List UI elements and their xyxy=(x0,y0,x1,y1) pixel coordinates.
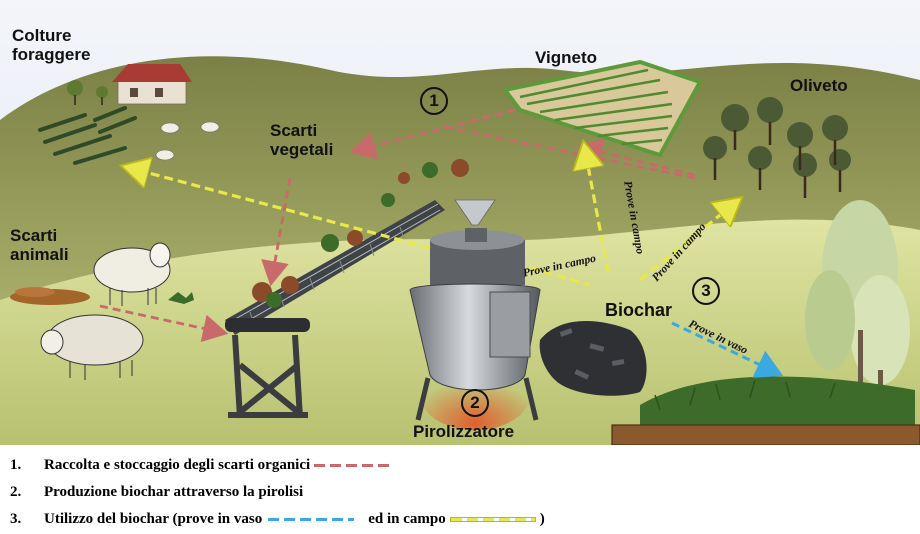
yellow-arrow-pyro xyxy=(529,266,591,287)
blue-dash-swatch xyxy=(268,517,355,521)
tall-trees-icon xyxy=(805,200,910,420)
label-vigneto: Vigneto xyxy=(535,48,598,67)
red-dash-swatch xyxy=(314,463,393,467)
label-biochar: Biochar xyxy=(605,300,673,320)
label-pirolizzatore: Pirolizzatore xyxy=(413,422,515,441)
legend-item-1: 1. Raccolta e stoccaggio degli scarti or… xyxy=(10,454,396,476)
legend-middle: ed in campo xyxy=(368,510,446,527)
vineyard-icon xyxy=(501,59,703,158)
red-arrow-vegetal xyxy=(261,177,292,287)
yellow-dash-swatch xyxy=(449,516,536,522)
farmhouse-icon xyxy=(112,64,192,105)
forage-crops-icon xyxy=(38,106,137,165)
label-scarti-animali: Scarti animali xyxy=(10,226,69,264)
legend-num: 1. xyxy=(10,456,22,473)
step-1-badge: 1 xyxy=(420,87,448,115)
label-oliveto: Oliveto xyxy=(790,76,848,95)
legend-text: Raccolta e stoccaggio degli scarti organ… xyxy=(44,456,311,473)
legend-num: 2. xyxy=(10,483,22,500)
legend-item-2: 2. Produzione biochar attraverso la piro… xyxy=(10,481,303,503)
step-3-badge: 3 xyxy=(692,277,720,305)
yellow-arrow-forage xyxy=(130,168,431,250)
plant-pot-icon xyxy=(611,376,920,445)
small-sheep-icon xyxy=(155,121,220,161)
step-2-badge: 2 xyxy=(461,389,489,417)
label-colture-foraggere: Colture foraggere xyxy=(12,26,91,64)
legend-text: Produzione biochar attraverso la pirolis… xyxy=(44,483,304,500)
blue-arrow xyxy=(671,321,784,378)
biochar-pile-icon xyxy=(539,320,647,396)
scene-illustration xyxy=(0,0,920,445)
legend-text: Utilizzo del biochar (prove in vaso xyxy=(44,510,263,527)
pyrolyser-icon xyxy=(409,199,541,430)
red-arrow-olive-line xyxy=(449,126,696,180)
farm-trees-icon xyxy=(67,80,108,105)
legend-item-3: 3. Utilizzo del biochar (prove in vaso e… xyxy=(10,508,545,530)
yellow-arrow-olive xyxy=(638,203,735,282)
plant-waste-icon xyxy=(168,292,194,304)
yellow-arrow-vineyard xyxy=(585,150,610,273)
sheep-icon xyxy=(40,242,171,380)
conveyor-icon xyxy=(225,159,469,419)
label-scarti-vegetali: Scarti vegetali xyxy=(270,121,334,159)
legend-num: 3. xyxy=(10,510,22,527)
red-arrow-vineyard xyxy=(349,108,516,160)
manure-pile-icon xyxy=(10,287,90,305)
red-arrow-animal xyxy=(99,304,229,343)
olive-grove-icon xyxy=(703,97,851,198)
legend: 1. Raccolta e stoccaggio degli scarti or… xyxy=(0,450,920,534)
legend-suffix: ) xyxy=(539,510,545,527)
yellow-arrows xyxy=(130,150,735,287)
